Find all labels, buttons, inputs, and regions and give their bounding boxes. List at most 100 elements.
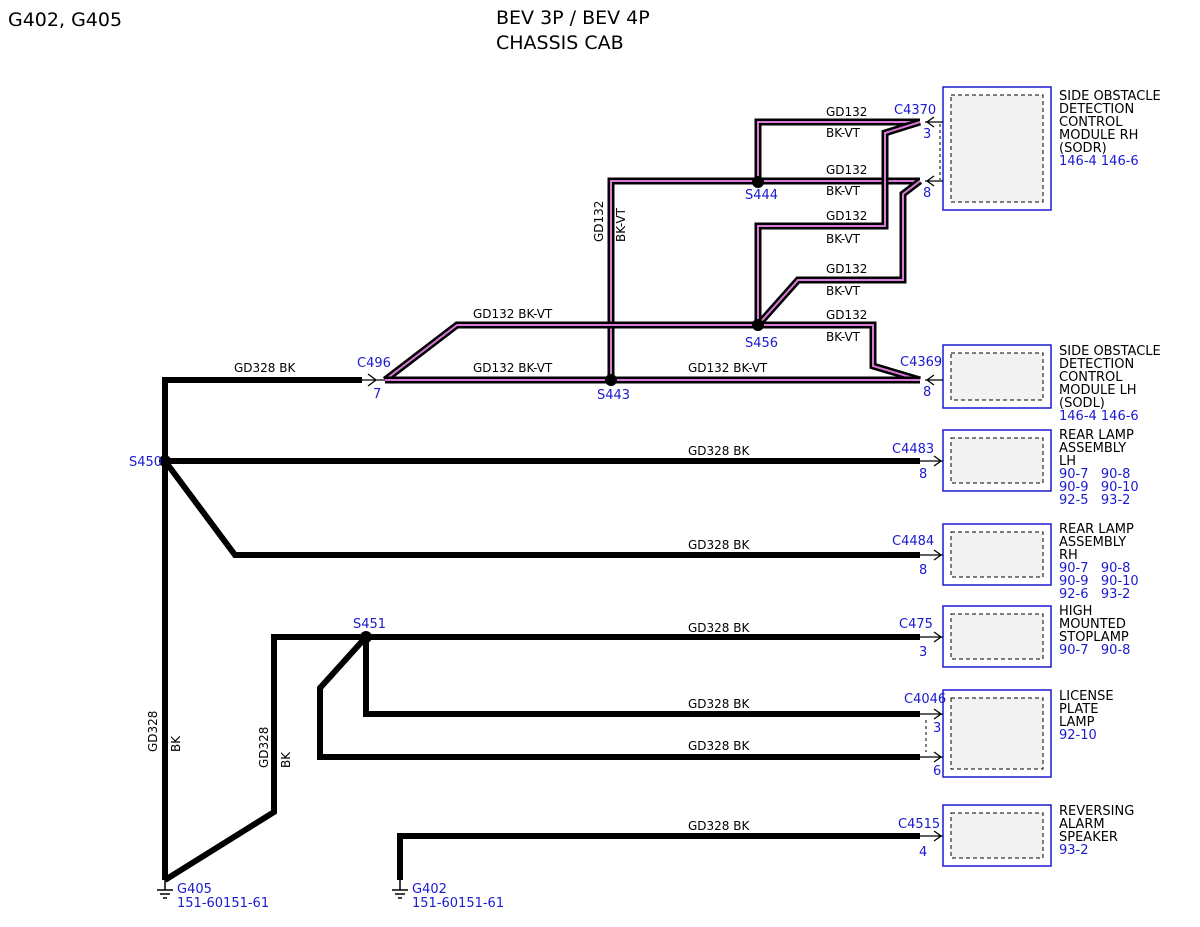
splice-s443-label: S443 bbox=[597, 388, 630, 403]
connector-c4046-id: C4046 bbox=[904, 692, 946, 707]
connector-c4370-id: C4370 bbox=[894, 103, 936, 118]
connector-c4370-pin-3: 3 bbox=[923, 127, 931, 142]
component-label: ASSEMBLY bbox=[1059, 535, 1126, 550]
wire-label: GD328 BK bbox=[688, 538, 750, 552]
diagram-title-line2: CHASSIS CAB bbox=[496, 32, 624, 54]
splice-s456-dot[interactable] bbox=[752, 319, 764, 331]
component-ref-link[interactable]: 92-6 93-2 bbox=[1059, 587, 1130, 602]
component-label: ALARM bbox=[1059, 817, 1105, 832]
wire-label: GD328 BK bbox=[688, 697, 750, 711]
connector-c4369-pin: 8 bbox=[923, 385, 931, 400]
wire-label: GD132 BK-VT bbox=[473, 361, 553, 375]
wire-g402-to-c4515[interactable] bbox=[397, 833, 920, 880]
component-label: CONTROL bbox=[1059, 370, 1123, 385]
component-license-plate-lamp[interactable] bbox=[920, 689, 1052, 778]
component-ref-link[interactable]: 90-9 90-10 bbox=[1059, 574, 1139, 589]
connector-c4515-id: C4515 bbox=[898, 817, 940, 832]
connector-c4483-id: C4483 bbox=[892, 442, 934, 457]
component-ref-link[interactable]: 146-4 146-6 bbox=[1059, 409, 1139, 424]
connector-c475-id: C475 bbox=[899, 617, 933, 632]
wire-s456-to-c4369[interactable] bbox=[758, 321, 921, 384]
connector-c496-id: C496 bbox=[357, 356, 391, 371]
component-label: SIDE OBSTACLE bbox=[1059, 344, 1161, 359]
wire-label: BK-VT bbox=[826, 330, 861, 344]
wire-c496-to-s456[interactable] bbox=[382, 321, 758, 383]
connector-c4370-pin-8: 8 bbox=[923, 186, 931, 201]
component-label: STOPLAMP bbox=[1059, 630, 1129, 645]
ground-g402-icon bbox=[392, 880, 408, 899]
gd328-wire-network bbox=[162, 377, 920, 883]
connector-c496[interactable] bbox=[362, 373, 385, 387]
wire-label: GD132 bbox=[826, 308, 867, 322]
connector-c4484-id: C4484 bbox=[892, 534, 934, 549]
splice-s444-dot[interactable] bbox=[752, 176, 764, 188]
component-ref-link[interactable]: 90-7 90-8 bbox=[1059, 643, 1130, 658]
wire-s444-to-c4370-pin3[interactable] bbox=[754, 118, 920, 182]
component-ref-link[interactable]: 90-7 90-8 bbox=[1059, 467, 1130, 482]
wire-label-vertical: GD328 bbox=[146, 711, 160, 752]
splice-s443-dot[interactable] bbox=[605, 374, 617, 386]
connector-c4046-pin-3: 3 bbox=[933, 721, 941, 736]
wire-label: BK-VT bbox=[826, 232, 861, 246]
gd132-wire-network bbox=[382, 118, 923, 384]
wire-label: GD328 BK bbox=[688, 739, 750, 753]
component-sodl[interactable] bbox=[925, 344, 1052, 409]
wire-s450-to-c496[interactable] bbox=[162, 377, 362, 461]
component-sodr[interactable] bbox=[925, 86, 1052, 211]
connector-c475-pin: 3 bbox=[919, 645, 927, 660]
wire-label: BK-VT bbox=[826, 284, 861, 298]
wire-s456-to-c4370-pin8[interactable] bbox=[755, 178, 923, 328]
component-ref-link[interactable]: 93-2 bbox=[1059, 843, 1089, 858]
connector-c496-pin: 7 bbox=[373, 387, 381, 402]
ground-ids-heading: G402, G405 bbox=[8, 9, 122, 31]
component-label: REVERSING bbox=[1059, 804, 1134, 819]
wire-label: GD328 BK bbox=[688, 444, 750, 458]
wire-s450-to-c4484[interactable] bbox=[162, 459, 920, 558]
component-label: PLATE bbox=[1059, 702, 1098, 717]
wire-s451-to-c4046-pin3[interactable] bbox=[363, 637, 920, 717]
component-label: CONTROL bbox=[1059, 115, 1123, 130]
wire-label-vertical: GD132 bbox=[592, 201, 606, 242]
diagram-title-line1: BEV 3P / BEV 4P bbox=[496, 7, 650, 29]
wire-label-vertical: GD328 bbox=[257, 727, 271, 768]
component-label: SIDE OBSTACLE bbox=[1059, 89, 1161, 104]
ground-g402-ref[interactable]: 151-60151-61 bbox=[412, 896, 504, 911]
component-rear-lamp-lh[interactable] bbox=[920, 429, 1052, 492]
wire-label: GD132 bbox=[826, 262, 867, 276]
component-label: LH bbox=[1059, 454, 1076, 469]
wire-label: GD328 BK bbox=[688, 819, 750, 833]
component-reversing-alarm-speaker[interactable] bbox=[920, 804, 1052, 867]
splice-s450-label: S450 bbox=[129, 455, 162, 470]
wire-label: GD132 bbox=[826, 209, 867, 223]
wire-s443-to-c4370-pin8[interactable] bbox=[607, 177, 920, 380]
component-ref-link[interactable]: 92-10 bbox=[1059, 728, 1097, 743]
ground-g405-ref[interactable]: 151-60151-61 bbox=[177, 896, 269, 911]
wire-s451-to-c4046-pin6[interactable] bbox=[317, 634, 920, 760]
connector-c4483-pin: 8 bbox=[919, 467, 927, 482]
connector-c4515-pin: 4 bbox=[919, 845, 927, 860]
component-label: MODULE LH bbox=[1059, 383, 1137, 398]
splice-s450-dot[interactable] bbox=[159, 455, 171, 467]
wire-label: GD132 BK-VT bbox=[473, 307, 553, 321]
wire-label: GD132 bbox=[826, 163, 867, 177]
component-label: REAR LAMP bbox=[1059, 428, 1134, 443]
splice-s451-dot[interactable] bbox=[360, 631, 372, 643]
component-label: MODULE RH bbox=[1059, 128, 1138, 143]
wire-label: GD132 BK-VT bbox=[688, 361, 768, 375]
component-label: (SODR) bbox=[1059, 141, 1107, 156]
component-ref-link[interactable]: 90-9 90-10 bbox=[1059, 480, 1139, 495]
component-ref-link[interactable]: 92-5 93-2 bbox=[1059, 493, 1130, 508]
wire-g405-to-s451[interactable] bbox=[163, 634, 366, 883]
component-ref-link[interactable]: 146-4 146-6 bbox=[1059, 154, 1139, 169]
component-label: DETECTION bbox=[1059, 357, 1134, 372]
splice-s451-label: S451 bbox=[353, 617, 386, 632]
component-ref-link[interactable]: 90-7 90-8 bbox=[1059, 561, 1130, 576]
wire-label: GD328 BK bbox=[688, 621, 750, 635]
component-label: RH bbox=[1059, 548, 1078, 563]
wire-s456-to-c4370-pin3[interactable] bbox=[754, 118, 922, 325]
component-label: (SODL) bbox=[1059, 396, 1105, 411]
component-label: SPEAKER bbox=[1059, 830, 1118, 845]
component-rear-lamp-rh[interactable] bbox=[920, 523, 1052, 586]
component-label: LICENSE bbox=[1059, 689, 1114, 704]
component-high-mounted-stoplamp[interactable] bbox=[920, 605, 1052, 668]
